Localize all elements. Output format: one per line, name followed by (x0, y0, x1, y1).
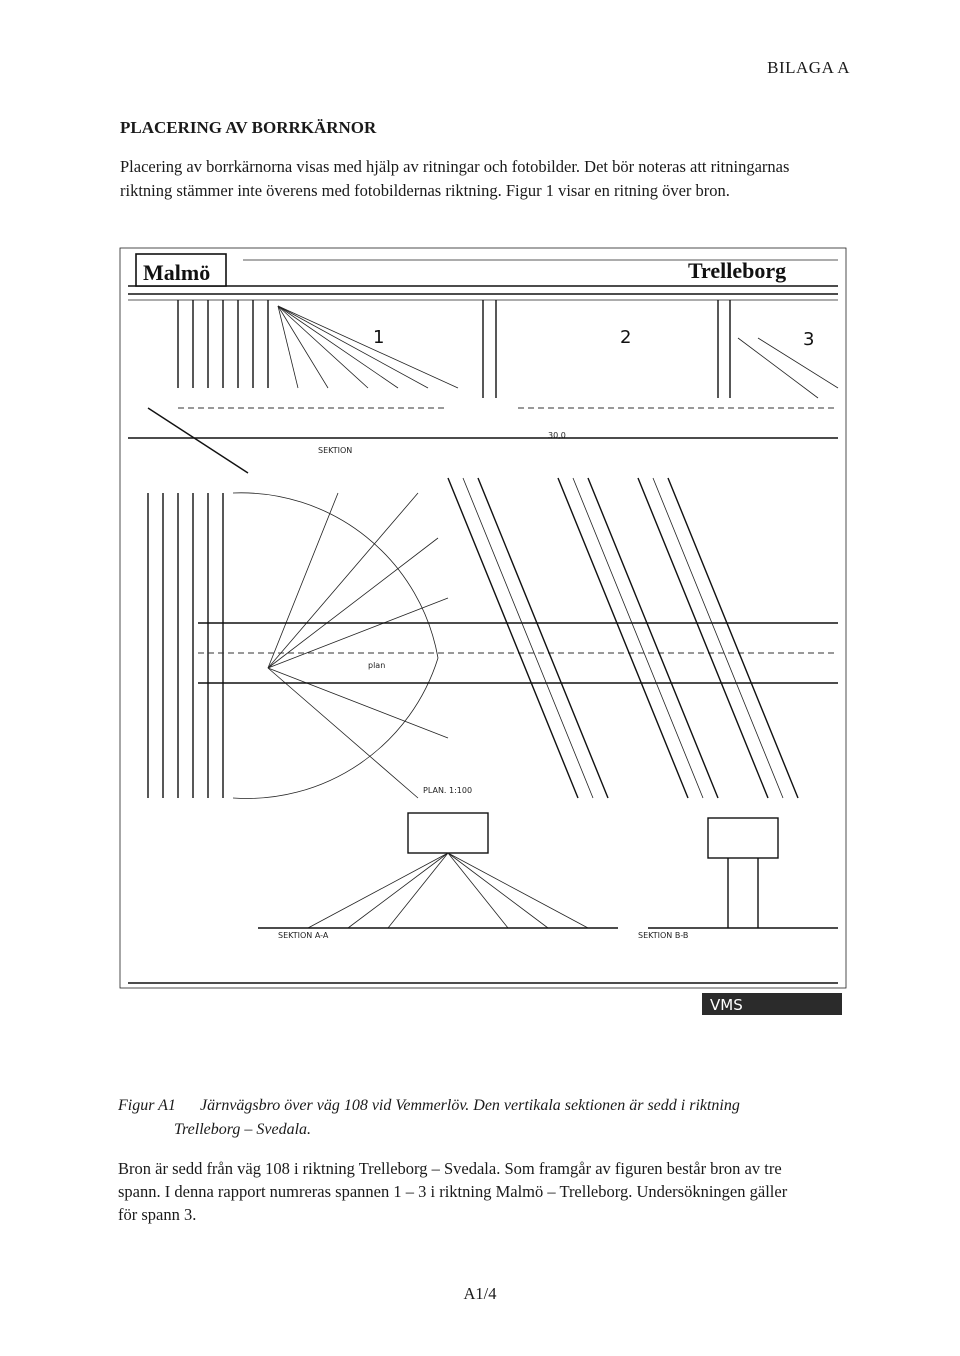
page-number: A1/4 (463, 1284, 497, 1303)
span-2-label: 2 (620, 327, 631, 348)
span-1-label: 1 (373, 327, 384, 348)
svg-text:plan: plan (368, 661, 385, 670)
svg-text:30,0: 30,0 (548, 431, 566, 440)
section-heading: PLACERING AV BORRKÄRNOR (120, 118, 377, 137)
svg-text:SEKTION B-B: SEKTION B-B (638, 931, 688, 940)
svg-text:SEKTION A-A: SEKTION A-A (278, 931, 329, 940)
left-city-label: Malmö (143, 260, 210, 285)
caption-text-line-1: Järnvägsbro över väg 108 vid Vemmerlöv. … (200, 1097, 740, 1114)
svg-text:SEKTION: SEKTION (318, 446, 352, 455)
intro-paragraph: Placering av borrkärnorna visas med hjäl… (120, 155, 860, 203)
watermark-label: VMS (710, 996, 743, 1014)
intro-line-1: Placering av borrkärnorna visas med hjäl… (120, 157, 790, 176)
bridge-drawing-figure: SEKTION plan 30,0 SEKTION A-A SEKTION B-… (118, 238, 848, 1016)
body-line-2: spann. I denna rapport numreras spannen … (118, 1182, 788, 1201)
plan-scale-label: PLAN. 1:100 (423, 786, 472, 795)
logo-stamp-icon (702, 993, 842, 1015)
caption-label: Figur A1 (118, 1097, 176, 1114)
intro-line-2: riktning stämmer inte överens med fotobi… (120, 181, 730, 200)
bridge-drawing-icon: SEKTION plan 30,0 SEKTION A-A SEKTION B-… (119, 247, 847, 1015)
caption-text-line-2: Trelleborg – Svedala. (174, 1121, 312, 1138)
right-city-label: Trelleborg (688, 258, 786, 283)
span-3-label: 3 (803, 329, 814, 350)
body-line-3: för spann 3. (118, 1205, 197, 1224)
figure-caption: Figur A1 Järnvägsbro över väg 108 vid Vem… (118, 1094, 858, 1142)
body-paragraph: Bron är sedd från väg 108 i riktning Tre… (118, 1157, 858, 1226)
body-line-1: Bron är sedd från väg 108 i riktning Tre… (118, 1159, 782, 1178)
appendix-label: BILAGA A (767, 58, 850, 77)
